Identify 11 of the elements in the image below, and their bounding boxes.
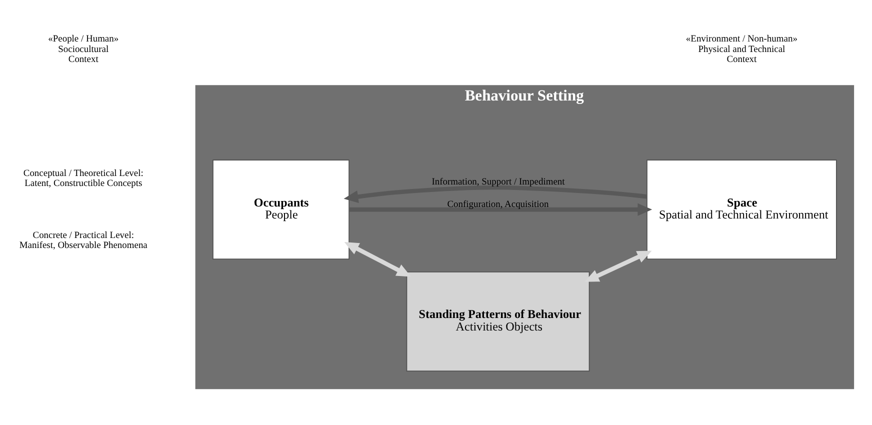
arrow (344, 184, 648, 202)
edge-label: Configuration, Acquisition (447, 199, 549, 210)
label: Conceptual / Theoretical Level: Latent, Constructible Concepts (23, 168, 144, 189)
node-box: Space Spatial and Technical Environment (646, 159, 837, 259)
label: Concrete / Practical Level: Manifest, Observable Phenomena (19, 230, 148, 251)
label: «Environment / Non-human» Physical and Technical Context (686, 34, 798, 65)
node-box: Occupants People (212, 159, 350, 259)
label: «People / Human» Sociocultural Context (48, 34, 119, 65)
node-box: Standing Patterns of Behaviour Activities Objects (406, 271, 590, 371)
arrow (349, 202, 652, 216)
edge-label: Information, Support / Impediment (432, 176, 565, 187)
